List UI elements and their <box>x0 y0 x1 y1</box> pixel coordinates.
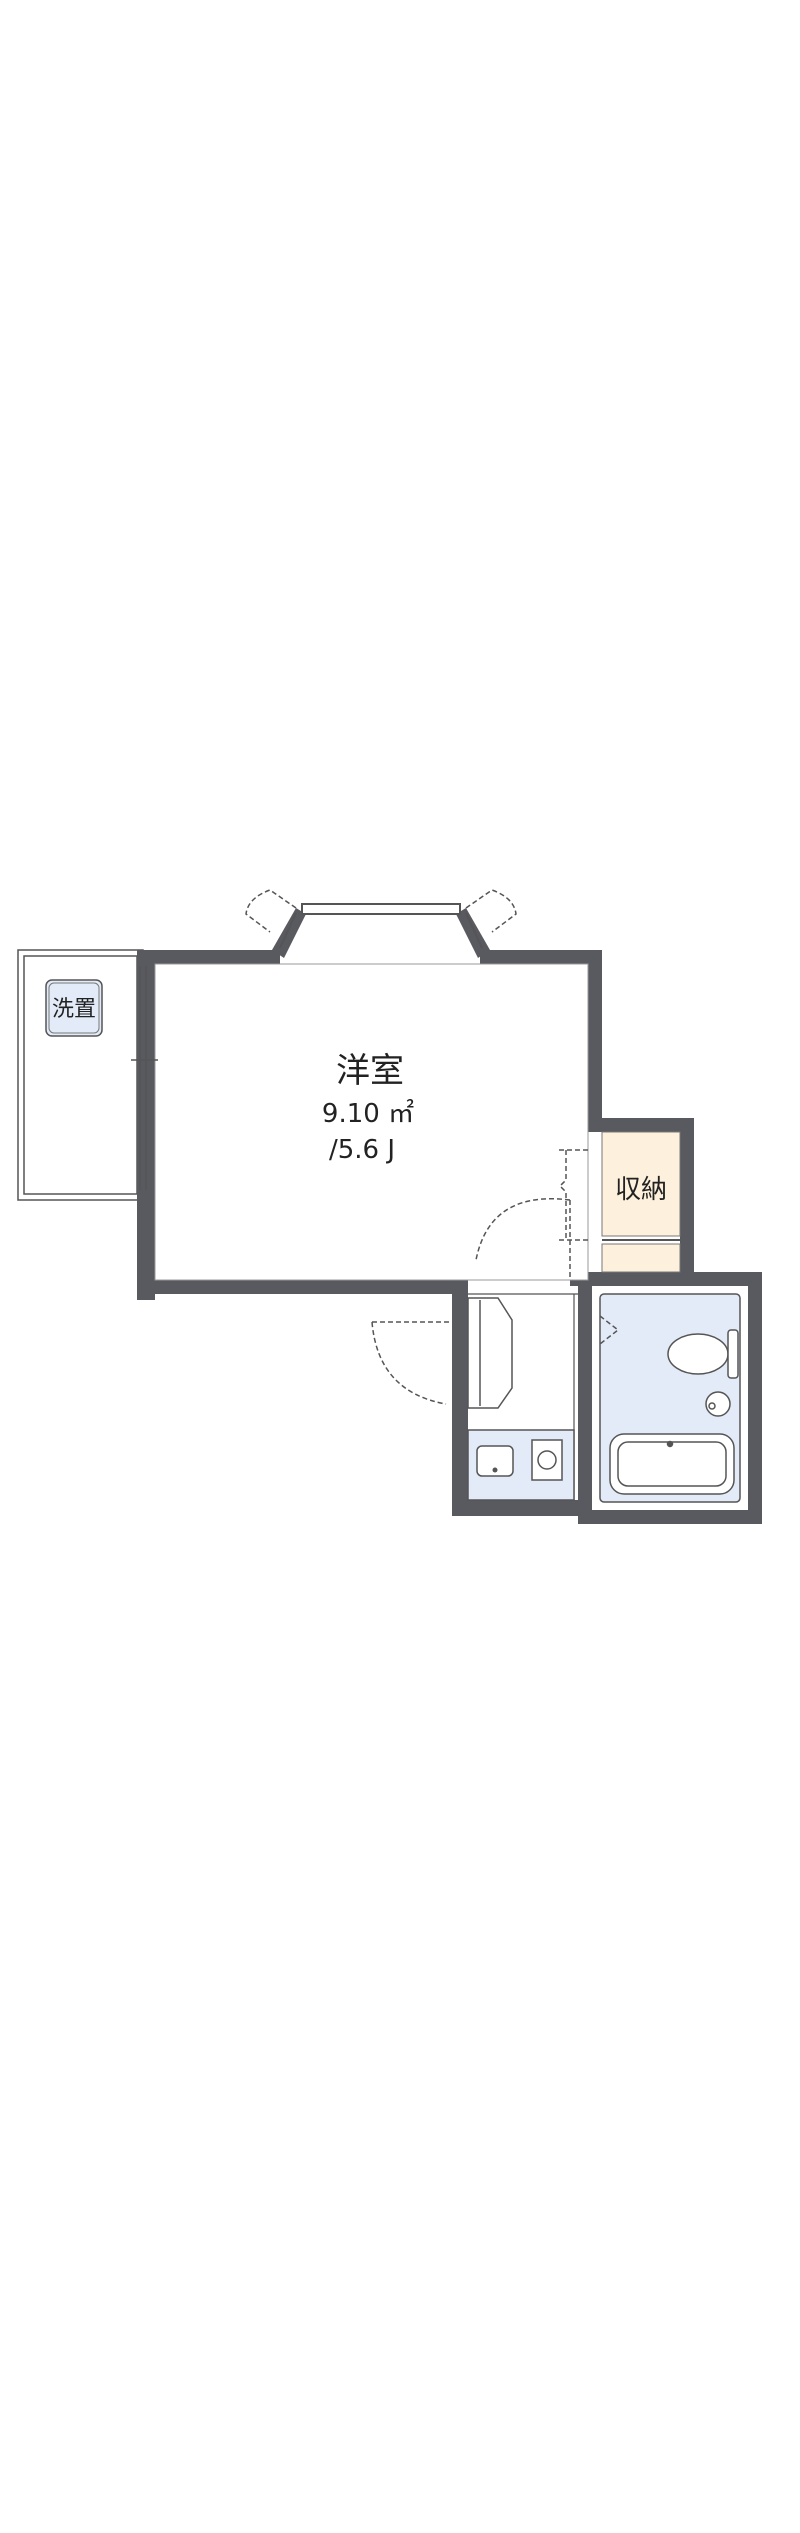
wall-segment <box>137 950 280 964</box>
laundry-label: 洗置 <box>52 997 96 1022</box>
bay-window <box>301 903 461 915</box>
main-room-name: 洋室 <box>336 1051 404 1091</box>
wall-segment <box>570 1272 762 1286</box>
entrance-door <box>371 1321 452 1405</box>
unit-bath <box>599 1293 741 1503</box>
storage-closet <box>556 1131 681 1273</box>
wall-segment <box>748 1272 762 1524</box>
balcony-door <box>131 966 158 1190</box>
toilet <box>667 1329 739 1379</box>
wall-segment <box>578 1510 762 1524</box>
main-door <box>475 1198 571 1280</box>
kitchen-sink <box>476 1445 514 1477</box>
washbasin <box>705 1391 731 1417</box>
wall-segment <box>480 950 602 964</box>
shoe-cabinet <box>467 1297 513 1409</box>
walls <box>137 903 762 1524</box>
bay-wall-left <box>272 908 306 958</box>
main-room-tatami: /5.6 J <box>329 1135 395 1165</box>
wall-segment <box>588 1118 694 1132</box>
wall-segment <box>588 950 602 1132</box>
wall-segment <box>452 1500 592 1516</box>
bathtub <box>609 1433 735 1495</box>
wall-segment <box>452 1280 468 1516</box>
wall-segment <box>578 1272 592 1524</box>
wall-segment <box>137 1280 467 1294</box>
main-room-area: 9.10 ㎡ <box>322 1099 414 1129</box>
wall-segment <box>680 1118 694 1286</box>
kitchen-counter <box>467 1429 575 1501</box>
laundry-space <box>45 979 103 1037</box>
bay-wall-right <box>456 908 490 958</box>
storage-label: 収納 <box>615 1175 667 1205</box>
window-sash-arcs <box>245 889 517 933</box>
main-room <box>154 963 589 1281</box>
